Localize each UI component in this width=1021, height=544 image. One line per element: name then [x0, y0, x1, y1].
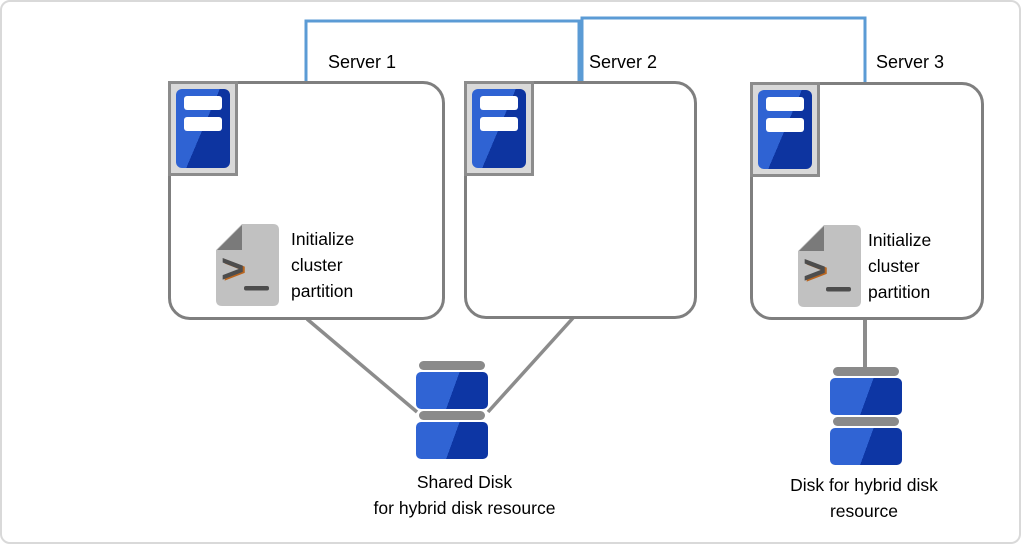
server-tower-icon — [464, 81, 534, 176]
server1-label: Server 1 — [328, 52, 397, 72]
server-drive-slot — [766, 118, 804, 132]
hybrid-disk-icon — [830, 367, 902, 465]
server3-label: Server 3 — [876, 52, 945, 72]
server1-box: > > Initialize cluster partition — [168, 81, 445, 320]
server-drive-slot — [480, 117, 518, 131]
prompt-underscore — [826, 287, 851, 292]
network-link-server1-server2 — [304, 19, 581, 82]
script-file-icon: > > — [216, 224, 279, 306]
shared-disk-icon — [416, 361, 488, 459]
disk-body — [416, 372, 488, 409]
script-file-icon: > > — [798, 225, 861, 307]
server-tower-body — [176, 89, 230, 168]
prompt-glyph-accent: > — [223, 248, 246, 292]
prompt-glyph-accent: > — [805, 249, 828, 293]
disk-platter-bar — [419, 411, 485, 420]
shared-disk-label: Shared Disk for hybrid disk resource — [373, 472, 556, 518]
disk-platter-bar — [833, 367, 899, 376]
server3-script-caption: Initialize cluster partition — [868, 230, 932, 302]
server-tower-body — [758, 90, 812, 169]
server-tower-body — [472, 89, 526, 168]
server-tower-icon — [750, 82, 820, 177]
disk-body — [416, 422, 488, 459]
prompt-underscore — [244, 286, 269, 291]
server2-label: Server 2 — [589, 52, 658, 72]
prompt-glyph: > — [803, 248, 826, 292]
server2-box — [464, 81, 697, 319]
disk-platter-bar — [833, 417, 899, 426]
prompt-glyph: > — [221, 247, 244, 291]
server1-script-caption: Initialize cluster partition — [291, 229, 355, 301]
server-drive-slot — [766, 97, 804, 111]
server1-shared-disk-line — [305, 317, 419, 414]
disk-body — [830, 428, 902, 465]
server-tower-icon — [168, 81, 238, 176]
disk-body — [830, 378, 902, 415]
server-drive-slot — [184, 96, 222, 110]
server-drive-slot — [480, 96, 518, 110]
network-link-server2-server3 — [580, 16, 867, 82]
disk-platter-bar — [419, 361, 485, 370]
server2-shared-disk-line — [486, 316, 575, 414]
server-drive-slot — [184, 117, 222, 131]
hybrid-disk-label: Disk for hybrid disk resource — [790, 475, 938, 521]
server3-box: > > Initialize cluster partition — [750, 82, 984, 320]
